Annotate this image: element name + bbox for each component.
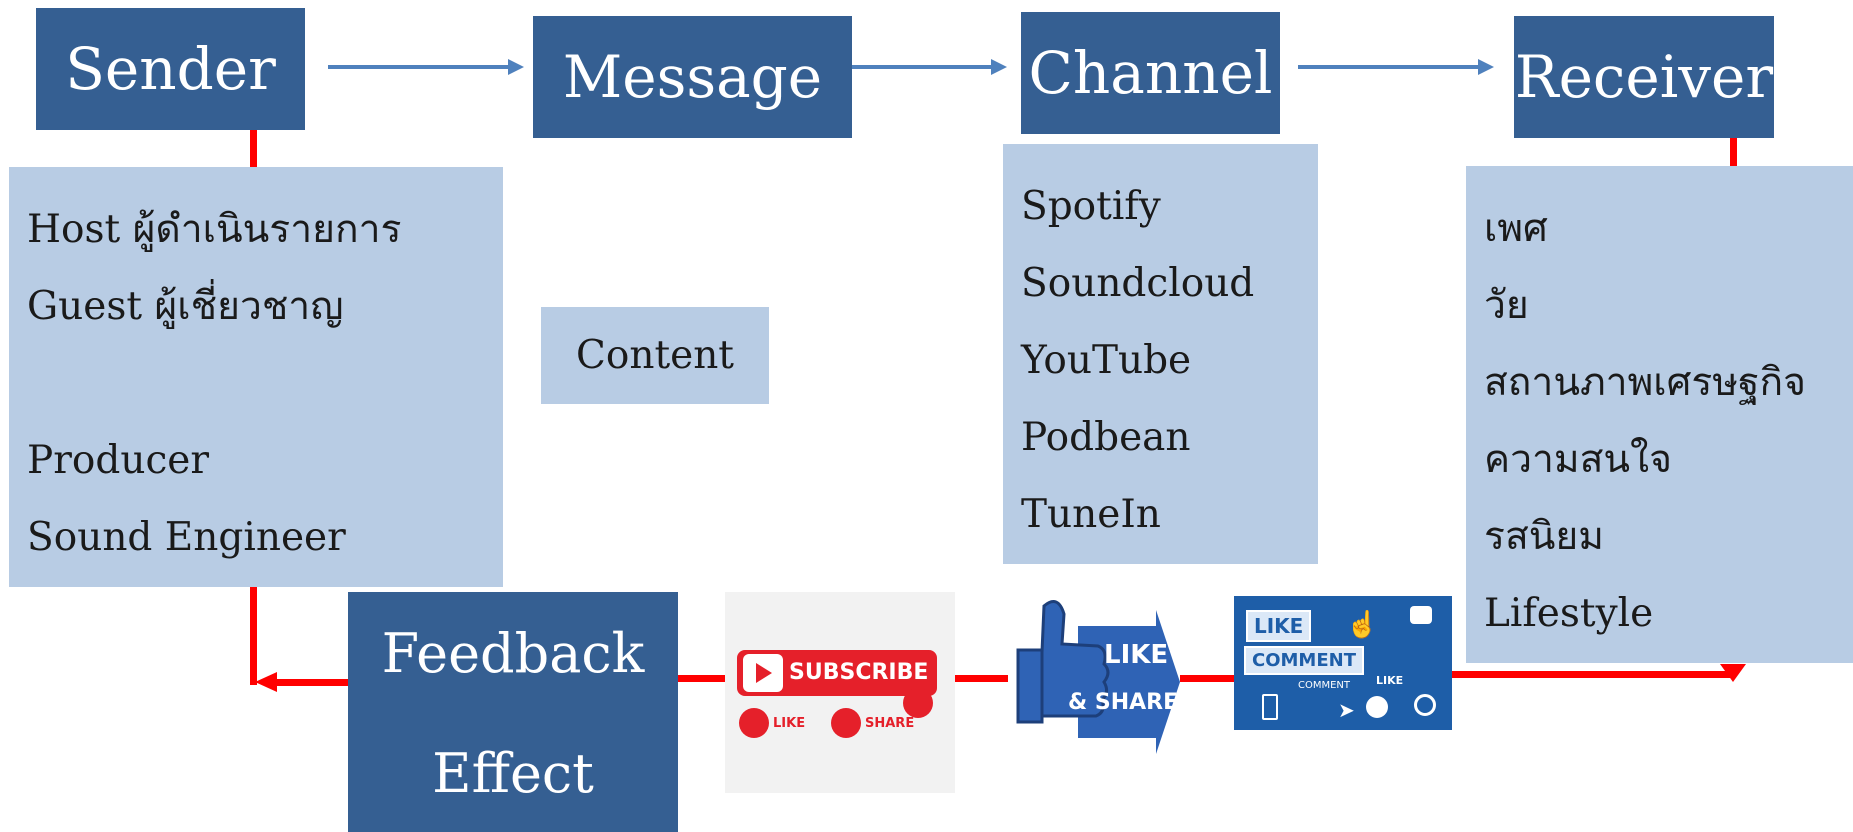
receiver-item-lifestyle: Lifestyle (1484, 591, 1654, 636)
content-box: Content (541, 307, 769, 404)
message-label: Message (562, 43, 823, 111)
small-like-text: LIKE (1376, 674, 1404, 687)
share-icon (831, 708, 861, 738)
receiver-list-box: เพศ วัย สถานภาพเศรษฐกิจ ความสนใจ รสนิยม … (1466, 166, 1853, 663)
bell-icon (903, 688, 933, 718)
feedback-label: Feedback (381, 622, 645, 685)
blue-arrow-sender-message (328, 59, 524, 75)
sender-detail-sound-engineer: Sound Engineer (27, 515, 346, 560)
feedback-line-4 (1180, 675, 1235, 682)
receiver-item-taste: รสนิยม (1484, 514, 1604, 559)
speech-bubble-icon (1410, 606, 1432, 624)
feedback-line-2 (676, 675, 726, 682)
channel-list-box: Spotify Soundcloud YouTube Podbean TuneI… (1003, 144, 1318, 564)
channel-item-tunein: TuneIn (1021, 492, 1161, 537)
globe-icon (1366, 696, 1388, 718)
subscribe-like-text: LIKE (773, 716, 806, 731)
content-label: Content (576, 333, 734, 378)
channel-label: Channel (1028, 39, 1273, 107)
like-share-arrow-icon (1016, 600, 1180, 754)
channel-item-youtube: YouTube (1021, 338, 1192, 383)
sender-detail-guest: Guest ผู้เชี่ยวชาญ (27, 284, 344, 329)
feedback-effect-box: Feedback Effect (348, 592, 678, 832)
wifi-icon (1414, 694, 1436, 716)
thumbs-up-icon (739, 708, 769, 738)
message-box: Message (533, 16, 852, 138)
sender-detail-blank (27, 345, 485, 422)
receiver-item-interest: ความสนใจ (1484, 437, 1672, 482)
feedback-line-1 (270, 679, 350, 686)
like-share-text-share: & SHARE (1068, 690, 1179, 715)
channel-box: Channel (1021, 12, 1280, 134)
receiver-box: Receiver (1514, 16, 1774, 138)
subscribe-share-text: SHARE (865, 716, 915, 731)
channel-item-soundcloud: Soundcloud (1021, 261, 1255, 306)
sender-details-box: Host ผู้ดำเนินรายการ Guest ผู้เชี่ยวชาญ … (9, 167, 503, 587)
sender-label: Sender (65, 35, 276, 103)
receiver-item-gender: เพศ (1484, 206, 1548, 251)
subscribe-image: SUBSCRIBE LIKE SHARE (725, 592, 955, 793)
blue-arrow-channel-receiver (1298, 59, 1494, 75)
sender-feedback-line-top (250, 130, 257, 170)
sender-detail-host: Host ผู้ดำเนินรายการ (27, 207, 402, 252)
like-badge: LIKE (1246, 610, 1312, 642)
sender-box: Sender (36, 8, 305, 130)
feedback-line-5 (1450, 671, 1733, 678)
receiver-item-age: วัย (1484, 283, 1529, 328)
phone-icon (1262, 694, 1278, 720)
receiver-item-economic-status: สถานภาพเศรษฐกิจ (1484, 360, 1807, 405)
like-comment-image: LIKE COMMENT ☝ COMMENT LIKE ➤ (1234, 596, 1452, 730)
effect-label: Effect (432, 742, 594, 805)
sender-detail-producer: Producer (27, 438, 210, 483)
like-share-text-like: LIKE (1104, 640, 1169, 670)
comment-badge: COMMENT (1244, 646, 1364, 675)
receiver-feedback-line-top (1730, 115, 1737, 170)
sender-feedback-line-bottom (250, 585, 257, 685)
youtube-play-icon (743, 654, 783, 692)
small-comment-text: COMMENT (1298, 680, 1351, 691)
receiver-label: Receiver (1514, 43, 1774, 111)
like-share-image: LIKE & SHARE (1008, 594, 1180, 754)
feedback-line-3 (954, 675, 1009, 682)
social-thumb-icon: ☝ (1346, 610, 1379, 640)
channel-item-podbean: Podbean (1021, 415, 1191, 460)
channel-item-spotify: Spotify (1021, 184, 1161, 229)
subscribe-text: SUBSCRIBE (789, 660, 929, 685)
cursor-icon: ➤ (1338, 698, 1355, 722)
